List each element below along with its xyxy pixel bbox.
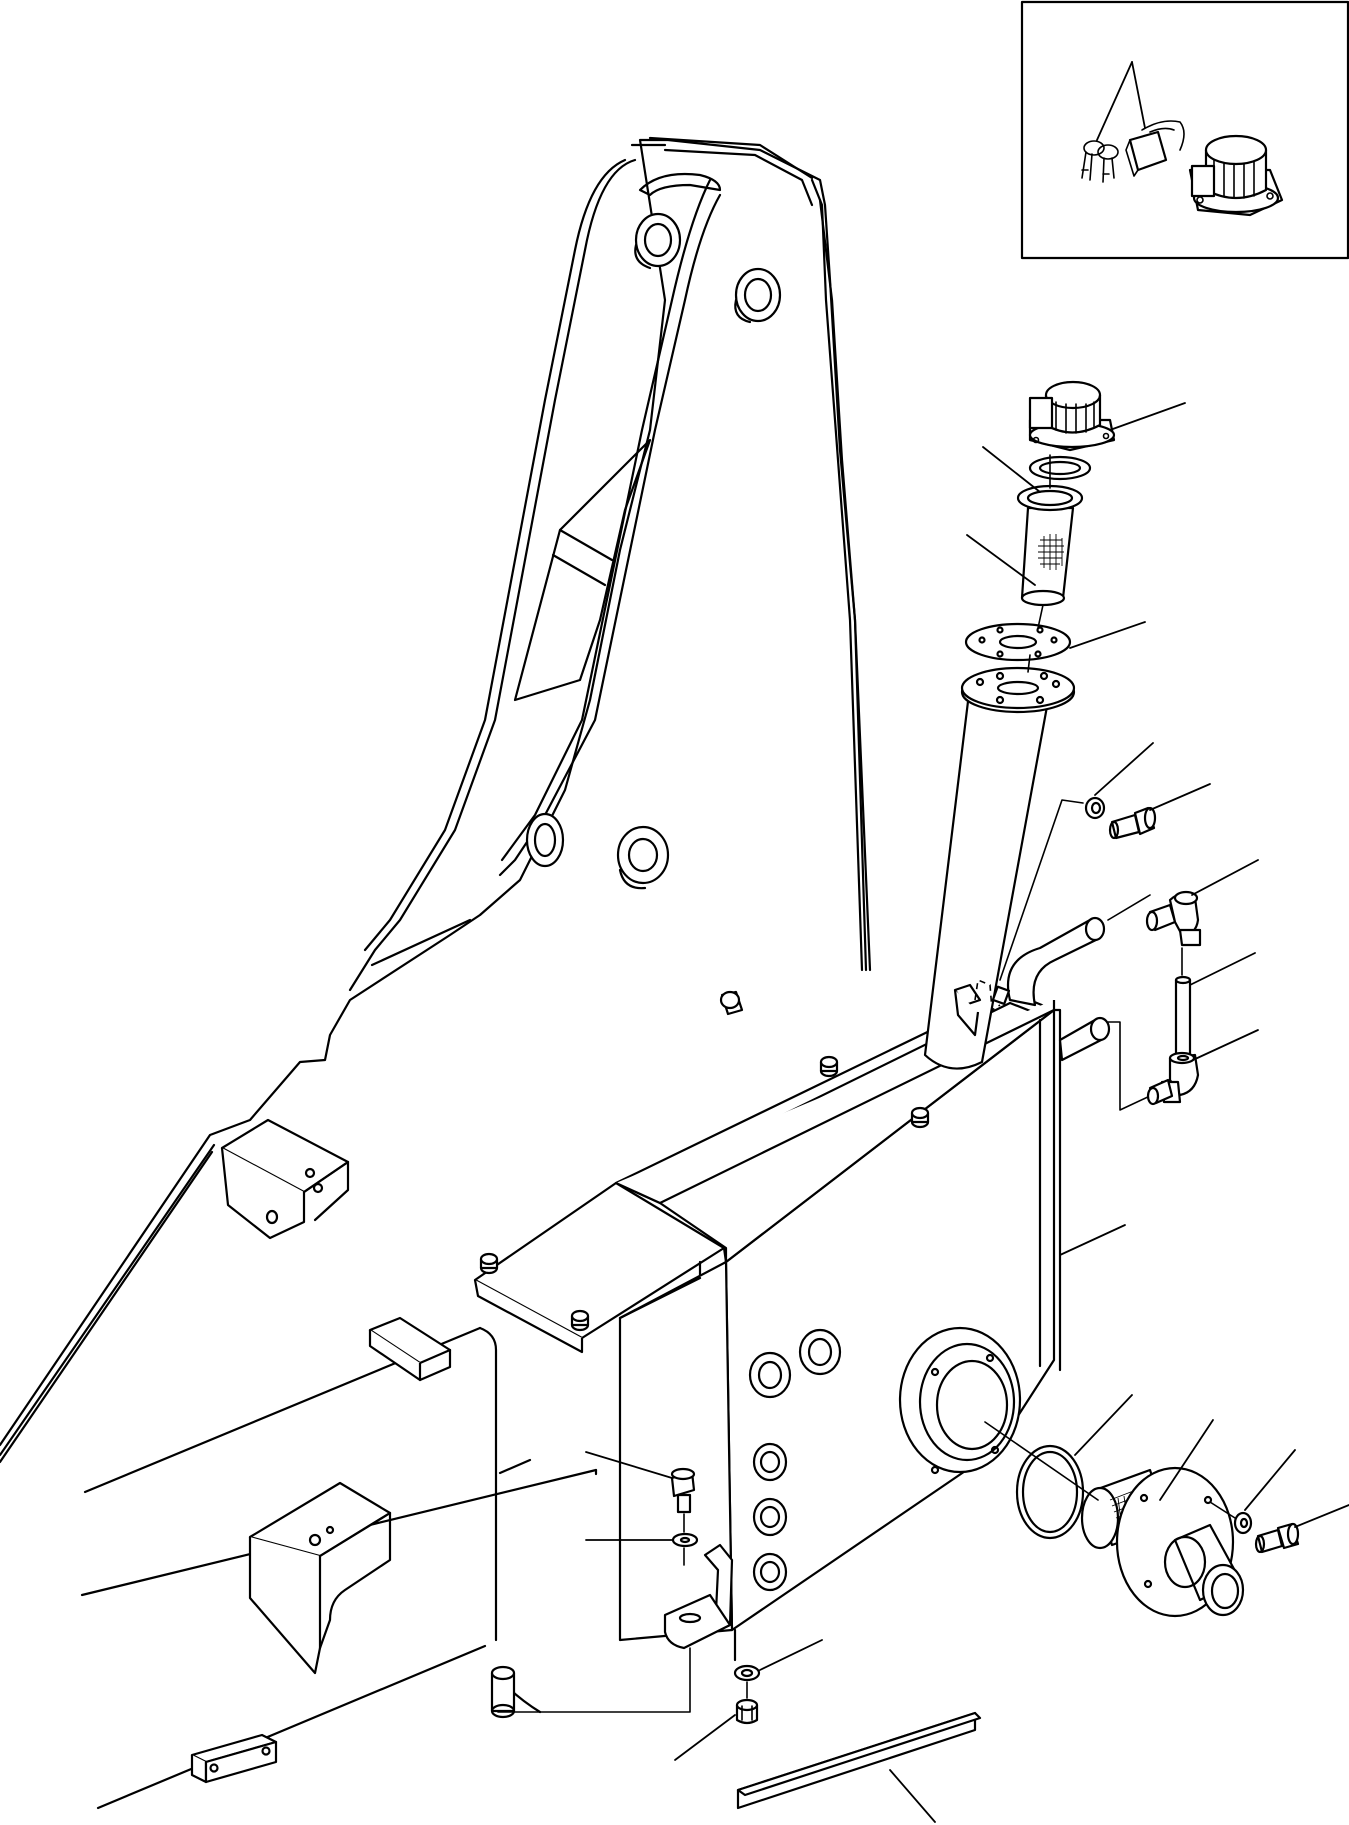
drain-washer	[733, 1664, 761, 1682]
bushing-upper	[634, 212, 682, 270]
bolt-upper	[1108, 806, 1157, 840]
bushing-mid	[525, 812, 565, 868]
pad-block-top	[368, 1316, 452, 1382]
o-ring	[1015, 1444, 1085, 1540]
return-pipes	[1006, 916, 1111, 1062]
inset-lock-detail	[1020, 0, 1349, 260]
locking-cap-icon	[1188, 134, 1284, 217]
bolt-lower-right	[1254, 1522, 1300, 1554]
pad	[736, 1711, 982, 1810]
leader-lines	[585, 402, 1349, 1823]
cover-screw	[479, 1055, 930, 1332]
cap-gasket	[1028, 455, 1092, 481]
padlock-icon	[1125, 120, 1185, 177]
strainer-basket	[1016, 484, 1084, 607]
port-bosses	[748, 1328, 842, 1592]
elbow-fitting-lower	[1146, 1051, 1200, 1106]
key-icon	[1081, 140, 1119, 183]
flange-gasket	[964, 622, 1072, 662]
boom-frame	[0, 136, 872, 1464]
bracket-on-plate	[248, 1481, 392, 1675]
bushing-right	[734, 267, 782, 324]
elbow-fitting-upper	[1145, 890, 1202, 947]
bushing-lower	[616, 825, 670, 890]
bolt-bracket	[670, 1467, 699, 1566]
strainer-flange-port	[898, 1326, 1022, 1475]
mounting-block-small	[190, 1733, 278, 1784]
inset-frame	[1020, 0, 1349, 260]
spacer	[490, 1665, 516, 1719]
drain-plug	[735, 1698, 759, 1725]
cover-plate	[1115, 1466, 1245, 1618]
filler-cap	[1028, 380, 1116, 452]
bracket	[663, 1543, 734, 1650]
hydraulic-tank	[473, 894, 1153, 1662]
base-frame	[80, 1316, 598, 1810]
washer-upper	[1084, 796, 1106, 820]
washer-lower-right	[1233, 1511, 1253, 1535]
mounting-block	[220, 1118, 350, 1240]
filler-neck-tube	[923, 666, 1076, 1070]
